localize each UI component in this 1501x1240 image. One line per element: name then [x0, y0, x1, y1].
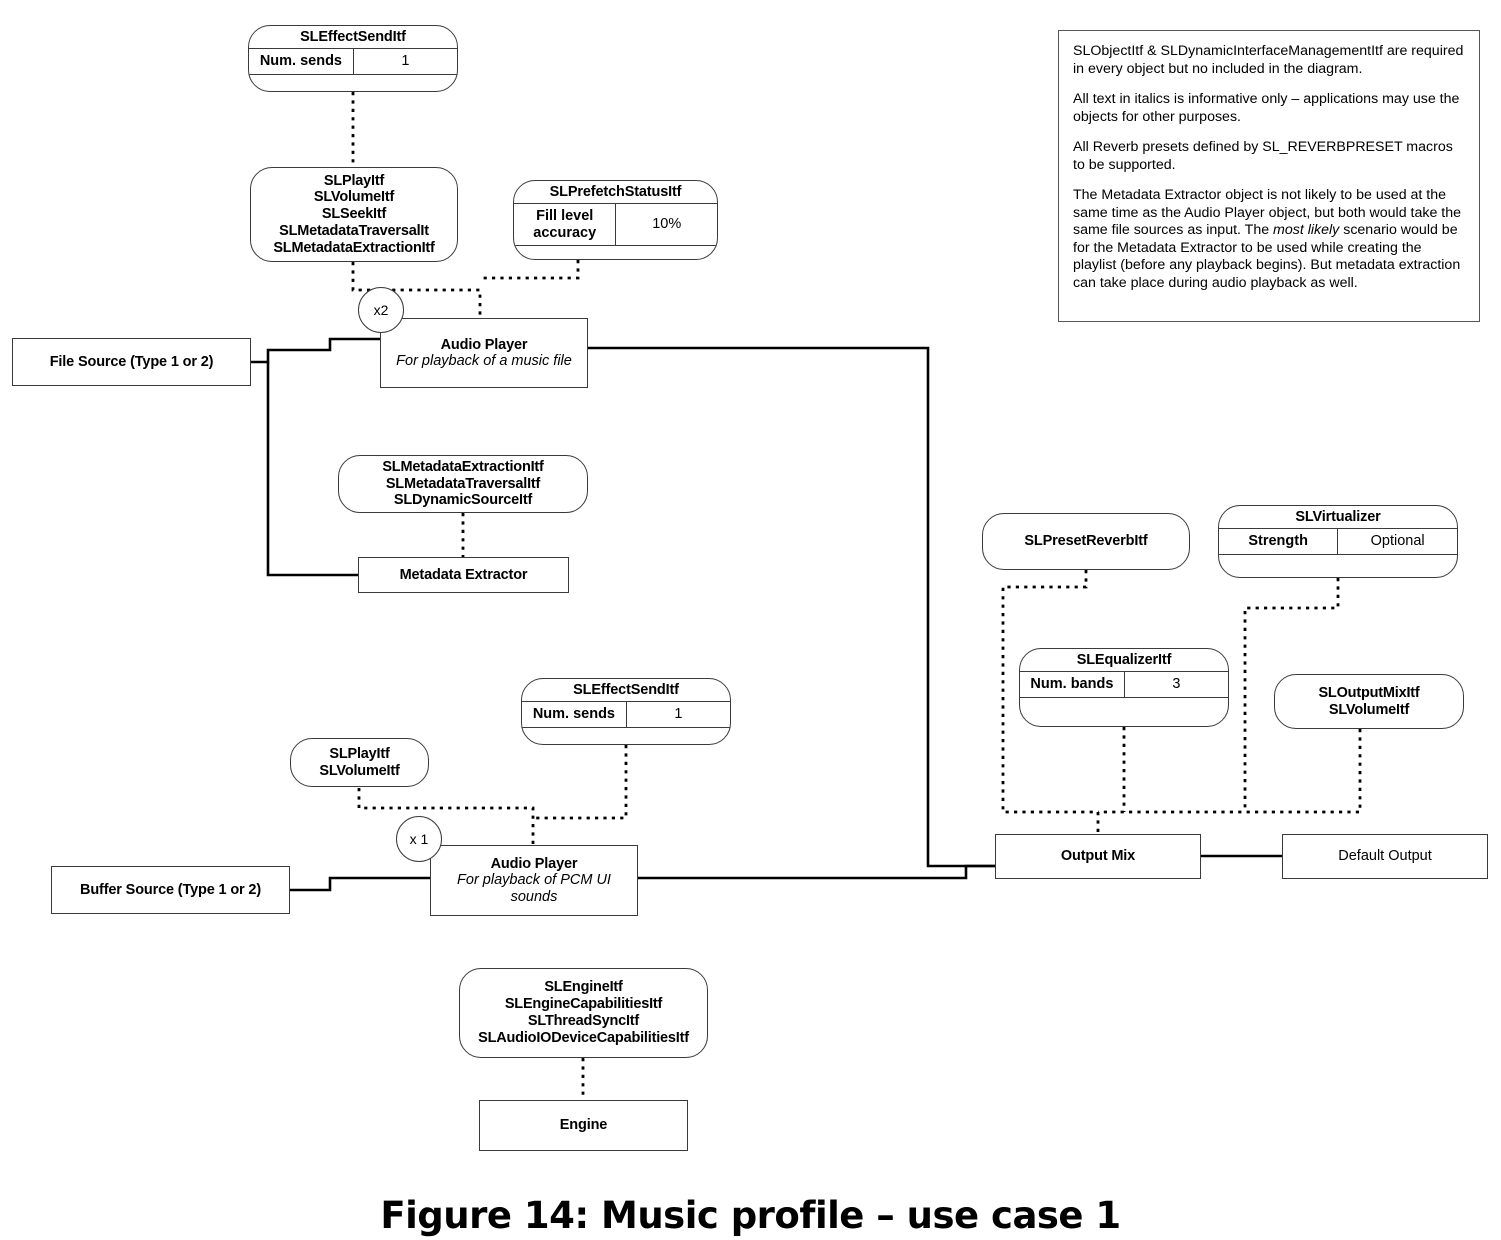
- sleffectsenditf-bottom-attribute-value: 1: [674, 706, 683, 722]
- sleffectsenditf-top-empty-compartment: [249, 75, 457, 92]
- slvirtualizer-title: SLVirtualizer: [1219, 506, 1457, 529]
- file-source-node: File Source (Type 1 or 2): [12, 338, 251, 386]
- audio-player-music-node: Audio Player For playback of a music fil…: [380, 318, 588, 388]
- audio-player-music-multiplicity: x2: [358, 287, 404, 333]
- slvirtualizer-empty-compartment: [1219, 555, 1457, 578]
- note-paragraph-1: SLObjectItf & SLDynamicInterfaceManageme…: [1073, 43, 1464, 77]
- slprefetchstatusitf-attribute-value: 10%: [652, 216, 682, 233]
- sleffectsenditf-top-title: SLEffectSendItf: [249, 26, 457, 49]
- audio-player-music-interfaces-list: SLPlayItf SLVolumeItf SLSeekItf SLMetada…: [273, 172, 435, 256]
- engine-label: Engine: [559, 1117, 608, 1134]
- output-mix-interfaces-node: SLOutputMixItf SLVolumeItf: [1274, 674, 1464, 729]
- audio-player-music-multiplicity-label: x2: [373, 302, 389, 318]
- metadata-extractor-interfaces-list: SLMetadataExtractionItf SLMetadataTraver…: [382, 458, 544, 509]
- buffer-source-label: Buffer Source (Type 1 or 2): [80, 881, 261, 898]
- engine-node: Engine: [479, 1100, 688, 1151]
- sleffectsenditf-top-attribute-value: 1: [401, 53, 410, 69]
- slequalizeritf-attribute-value: 3: [1172, 676, 1181, 692]
- note-paragraph-4-part-a: The Metadata Extractor object is not lik…: [1073, 187, 1462, 238]
- slequalizeritf-attribute-key: Num. bands: [1020, 672, 1125, 697]
- wire-buffersource-to-audioplayer-pcm: [290, 876, 430, 892]
- wire-audioplayer-pcm-to-outputmix: [638, 864, 995, 880]
- dashed-effectsend-to-audioplayer-pcm: [533, 745, 628, 820]
- output-mix-interfaces-list: SLOutputMixItf SLVolumeItf: [1318, 684, 1420, 718]
- audio-player-music-subtitle: For playback of a music file: [396, 353, 572, 369]
- slprefetchstatusitf-attribute-row: Fill level accuracy 10%: [514, 204, 717, 246]
- output-mix-label: Output Mix: [1060, 848, 1136, 865]
- audio-player-pcm-subtitle: For playback of PCM UI sounds: [457, 872, 611, 905]
- sleffectsenditf-bottom-attribute-row: Num. sends 1: [522, 702, 730, 728]
- sleffectsenditf-top-attribute-key: Num. sends: [249, 49, 354, 74]
- dashed-outputmixitfs-to-outputmix: [1098, 729, 1362, 814]
- audio-player-pcm-multiplicity-label: x 1: [409, 831, 429, 847]
- note-paragraph-4-emphasis: most likely: [1273, 222, 1340, 238]
- sleffectsenditf-bottom-empty-compartment: [522, 728, 730, 745]
- slprefetchstatusitf-attribute-key: Fill level accuracy: [514, 204, 617, 245]
- metadata-extractor-node: Metadata Extractor: [358, 557, 569, 593]
- wire-audioplayer-music-to-outputmix: [588, 346, 995, 868]
- slequalizeritf-attribute-row: Num. bands 3: [1020, 672, 1228, 698]
- note-paragraph-4: The Metadata Extractor object is not lik…: [1073, 187, 1465, 292]
- sleffectsenditf-top-node: SLEffectSendItf Num. sends 1: [248, 25, 458, 92]
- slequalizeritf-empty-compartment: [1020, 698, 1228, 727]
- note-paragraph-4-part-b: scenario would be for the Metadata Extra…: [1073, 222, 1461, 291]
- buffer-source-node: Buffer Source (Type 1 or 2): [51, 866, 290, 914]
- audio-player-pcm-title: Audio Player: [490, 855, 578, 872]
- audio-player-pcm-multiplicity: x 1: [396, 816, 442, 862]
- sleffectsenditf-top-attribute-row: Num. sends 1: [249, 49, 457, 75]
- default-output-label: Default Output: [1338, 848, 1432, 865]
- note-paragraph-2: All text in italics is informative only …: [1073, 91, 1460, 125]
- dashed-prefetch-to-audioplayer-music: [480, 260, 580, 280]
- file-source-label: File Source (Type 1 or 2): [49, 353, 214, 370]
- sleffectsenditf-bottom-node: SLEffectSendItf Num. sends 1: [521, 678, 731, 745]
- audio-player-pcm-interfaces-list: SLPlayItf SLVolumeItf: [319, 745, 400, 779]
- default-output-node: Default Output: [1282, 834, 1488, 879]
- wire-filesource-to-audioplayer: [251, 337, 380, 364]
- slprefetchstatusitf-title: SLPrefetchStatusItf: [514, 181, 717, 204]
- engine-interfaces-list: SLEngineItf SLEngineCapabilitiesItf SLTh…: [478, 979, 689, 1046]
- engine-interfaces-node: SLEngineItf SLEngineCapabilitiesItf SLTh…: [459, 968, 708, 1058]
- output-mix-node: Output Mix: [995, 834, 1201, 879]
- metadata-extractor-label: Metadata Extractor: [399, 566, 528, 583]
- slvirtualizer-attribute-value: Optional: [1370, 533, 1425, 549]
- notes-panel: SLObjectItf & SLDynamicInterfaceManageme…: [1058, 30, 1480, 322]
- audio-player-pcm-node: Audio Player For playback of PCM UI soun…: [430, 845, 638, 916]
- slpresetreverbitf-title: SLPresetReverbItf: [1024, 533, 1148, 550]
- sleffectsenditf-bottom-attribute-key: Num. sends: [522, 702, 627, 727]
- slequalizeritf-title: SLEqualizerItf: [1020, 649, 1228, 672]
- audio-player-pcm-interfaces-node: SLPlayItf SLVolumeItf: [290, 738, 429, 787]
- slequalizeritf-node: SLEqualizerItf Num. bands 3: [1019, 648, 1229, 727]
- figure-caption: Figure 14: Music profile – use case 1: [380, 1194, 1121, 1237]
- dashed-playeritfs-to-audioplayer-pcm: [357, 788, 535, 845]
- slpresetreverbitf-node: SLPresetReverbItf: [982, 513, 1190, 570]
- audio-player-music-title: Audio Player: [440, 336, 528, 353]
- metadata-extractor-interfaces-node: SLMetadataExtractionItf SLMetadataTraver…: [338, 455, 588, 513]
- slvirtualizer-attribute-row: Strength Optional: [1219, 529, 1457, 555]
- audio-player-music-interfaces-node: SLPlayItf SLVolumeItf SLSeekItf SLMetada…: [250, 167, 458, 262]
- slvirtualizer-attribute-key: Strength: [1219, 529, 1339, 554]
- sleffectsenditf-bottom-title: SLEffectSendItf: [522, 679, 730, 702]
- slvirtualizer-node: SLVirtualizer Strength Optional: [1218, 505, 1458, 578]
- slprefetchstatusitf-node: SLPrefetchStatusItf Fill level accuracy …: [513, 180, 718, 260]
- slprefetchstatusitf-empty-compartment: [514, 246, 717, 259]
- note-paragraph-3: All Reverb presets defined by SL_REVERBP…: [1073, 139, 1453, 173]
